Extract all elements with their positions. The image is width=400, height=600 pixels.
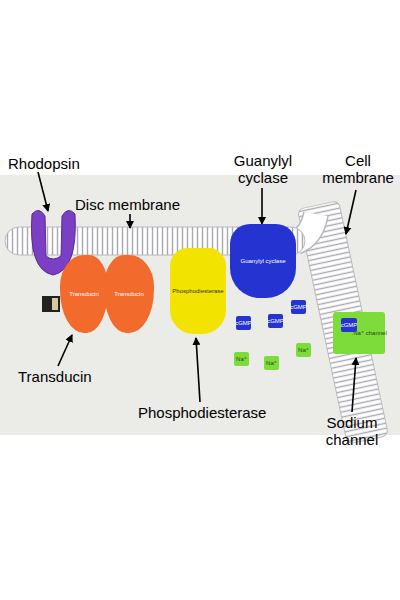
node-text: Transducin (114, 291, 143, 298)
node-text: Na⁺ (266, 360, 277, 367)
node-text: Na⁺ (298, 347, 309, 354)
callout-label: Phosphodiesterase (138, 404, 278, 421)
gdp-block-detail (52, 298, 58, 310)
leader-arrow (352, 358, 356, 412)
node-text: Guanylyl cyclase (240, 258, 285, 265)
node-text: cGMP (341, 322, 358, 329)
sodium-ion-block: Na⁺ (234, 352, 249, 366)
sodium-ion-block: Na⁺ (296, 343, 311, 357)
gdp-block (42, 296, 60, 312)
callout-label: Rhodopsin (8, 155, 98, 172)
leader-arrow (58, 335, 72, 366)
cgmp-block: cGMP (268, 314, 283, 328)
node-text: Transducin (69, 291, 98, 298)
phosphodiesterase-shape: Phosphodiesterase (170, 248, 226, 334)
node-text: cGMP (290, 304, 307, 311)
node-text: Phosphodiesterase (172, 288, 223, 295)
leader-arrow (346, 190, 356, 234)
leader-arrow (38, 172, 48, 211)
callout-label: Transducin (18, 368, 108, 385)
callout-label: Cell membrane (318, 152, 398, 186)
cgmp-block: cGMP (341, 318, 357, 332)
leader-arrow (261, 188, 263, 224)
sodium-channel-shape: Na⁺ channelcGMP (333, 312, 385, 354)
sodium-ion-block: Na⁺ (264, 356, 279, 370)
leader-arrow (129, 214, 131, 228)
callout-label: Disc membrane (75, 196, 195, 213)
callout-label: Guanylyl cyclase (218, 152, 308, 186)
node-text: cGMP (267, 318, 284, 325)
node-text: Na⁺ channel (353, 330, 387, 337)
node-text: cGMP (235, 320, 252, 327)
cgmp-block: cGMP (291, 300, 306, 314)
callout-label: Sodium channel (312, 414, 392, 448)
transducin-subunit: Transducin (60, 255, 108, 333)
guanylyl-cyclase-shape: Guanylyl cyclase (230, 224, 296, 298)
node-text: Na⁺ (236, 356, 247, 363)
leader-arrow (196, 338, 200, 402)
cgmp-block: cGMP (236, 316, 251, 330)
